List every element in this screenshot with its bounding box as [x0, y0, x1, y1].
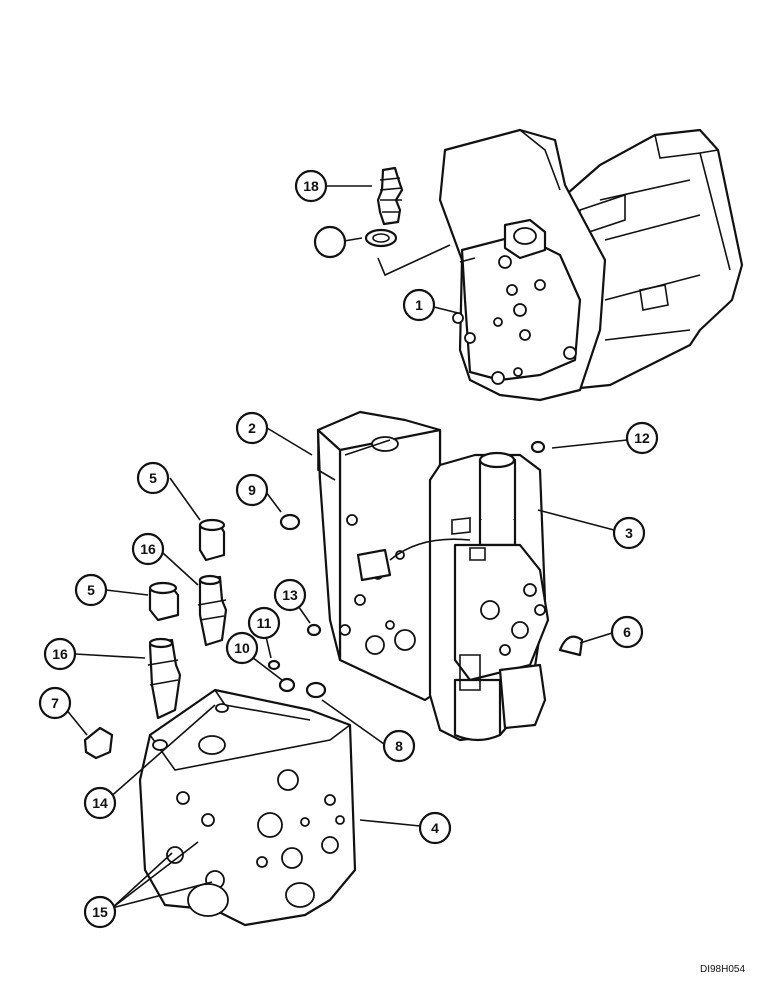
callout-5-upper: 5	[136, 461, 170, 495]
callout-label: 9	[248, 482, 256, 498]
callout-11: 11	[247, 606, 281, 640]
callout-13: 13	[273, 578, 307, 612]
callout-label: 4	[431, 820, 439, 836]
callout-2: 2	[235, 411, 269, 445]
leader-lines	[64, 185, 628, 909]
relief-valve-16-upper	[197, 574, 228, 647]
callout-label: 15	[92, 904, 108, 920]
plug-7	[83, 726, 114, 760]
pump-assembly	[438, 128, 744, 402]
callout-3: 3	[612, 516, 646, 550]
callout-label: 6	[623, 624, 631, 640]
callout-label: 10	[234, 640, 250, 656]
callout-7: 7	[38, 686, 72, 720]
cap-5-lower	[148, 581, 180, 622]
fitting-17	[376, 166, 404, 226]
oring-10	[278, 677, 296, 693]
callout-1: 1	[402, 288, 436, 322]
manifold-block-4	[138, 688, 357, 927]
callout-18	[313, 225, 347, 259]
callout-label: 5	[149, 470, 157, 486]
callout-label: 13	[282, 587, 298, 603]
callout-label: 18	[303, 178, 319, 194]
callout-14: 14	[83, 786, 117, 820]
washer-18	[364, 228, 398, 248]
callout-17: 18	[294, 169, 328, 203]
oring-12	[530, 440, 546, 454]
callout-label: 1	[415, 297, 423, 313]
callout-16-upper: 16	[131, 532, 165, 566]
callout-9: 9	[235, 473, 269, 507]
plug-6	[558, 635, 584, 657]
callout-label: 5	[87, 582, 95, 598]
callout-5-lower: 5	[74, 573, 108, 607]
callout-label: 11	[257, 615, 272, 631]
callout-label: 16	[140, 541, 156, 557]
callout-label: 8	[395, 738, 403, 754]
oring-9	[279, 513, 301, 531]
oring-11	[267, 659, 281, 671]
callout-label: 16	[52, 646, 68, 662]
callout-label: 3	[625, 525, 633, 541]
callout-label: 2	[248, 420, 256, 436]
callout-16-lower: 16	[43, 637, 77, 671]
callout-label: 7	[51, 695, 59, 711]
callout-4: 4	[418, 811, 452, 845]
relief-valve-16-lower	[147, 637, 182, 720]
drawing-reference: DI98H054	[700, 964, 745, 975]
callout-label: 12	[634, 430, 650, 446]
callout-label: 14	[92, 795, 108, 811]
solenoid-valve-3	[356, 451, 550, 742]
install-path-17	[377, 244, 476, 277]
cap-5-upper	[198, 518, 226, 562]
callout-8: 8	[382, 729, 416, 763]
callout-10: 10	[225, 631, 259, 665]
callout-12: 12	[625, 421, 659, 455]
oring-8	[305, 681, 327, 699]
callout-6: 6	[610, 615, 644, 649]
callout-15: 15	[83, 895, 117, 929]
oring-13	[306, 623, 322, 637]
